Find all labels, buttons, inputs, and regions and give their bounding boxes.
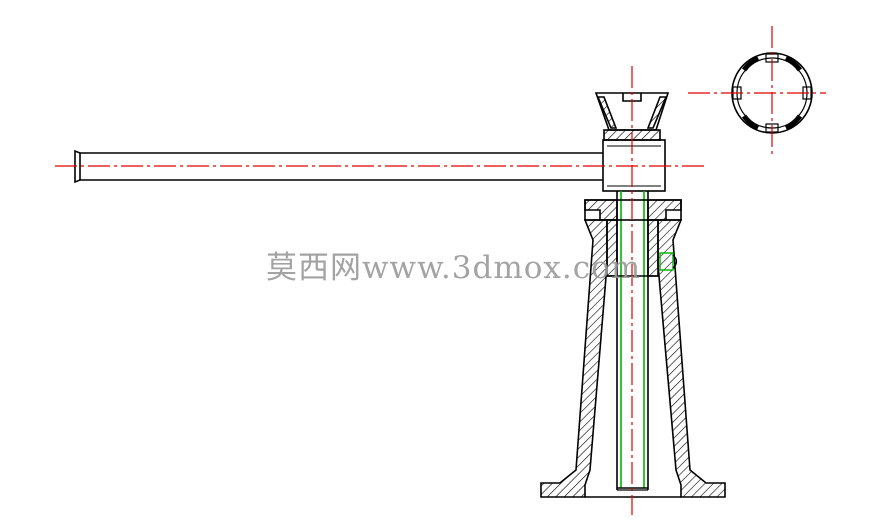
set-screw (659, 252, 678, 271)
watermark-text: 莫西网www.3dmox.com (266, 250, 642, 286)
center-lines (55, 26, 826, 515)
base-body (540, 219, 726, 498)
nut-sleeve (584, 199, 682, 277)
